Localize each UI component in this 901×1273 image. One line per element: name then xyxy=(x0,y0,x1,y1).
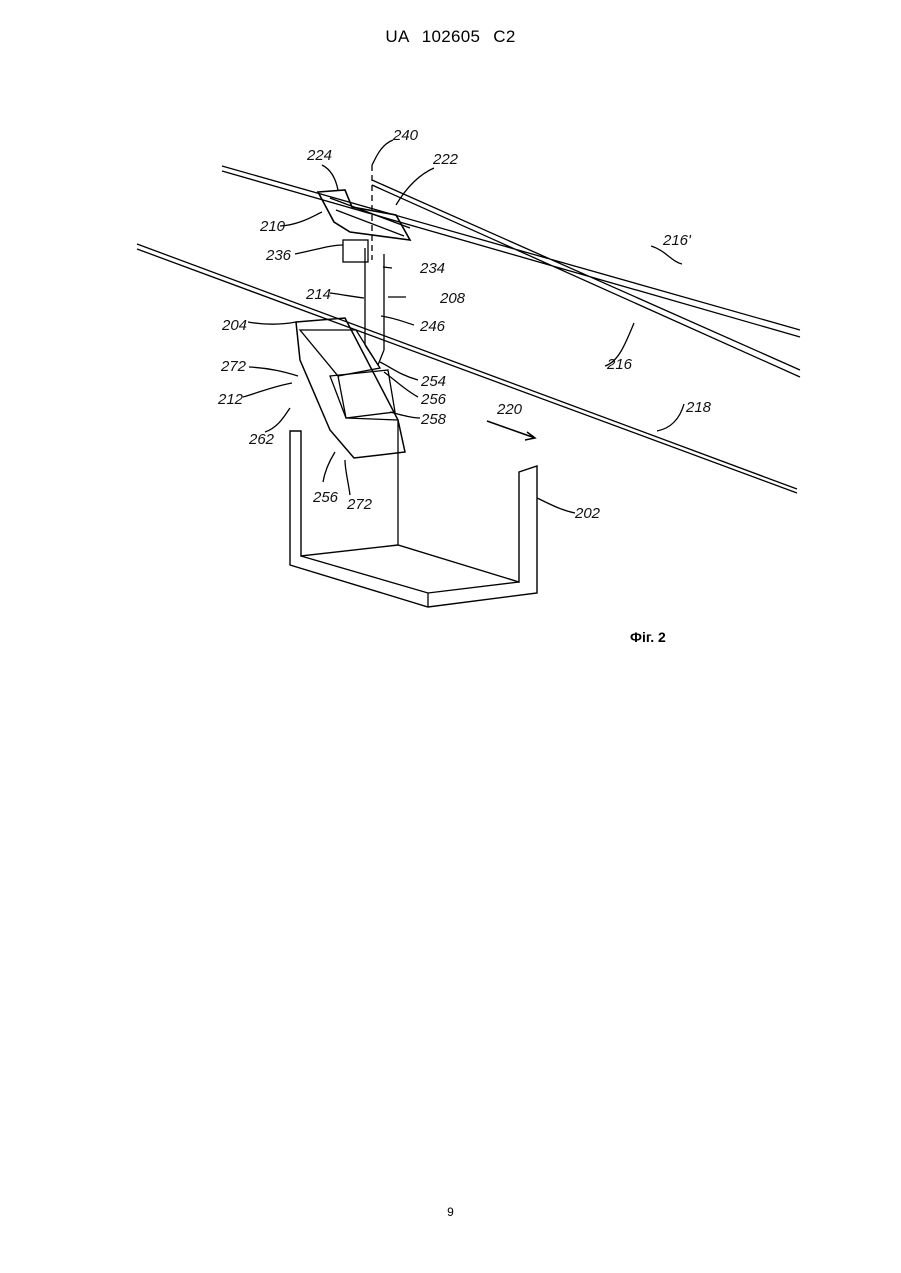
ref-label-208: 208 xyxy=(439,290,466,307)
figure-drawing: 240 224 222 210 236 234 216' 214 208 246… xyxy=(0,0,901,700)
ref-label-234: 234 xyxy=(419,260,445,277)
figure-caption: Фіг. 2 xyxy=(630,629,666,645)
ref-label-216-prime: 216' xyxy=(662,232,692,249)
ref-label-258: 258 xyxy=(420,411,447,428)
ref-label-210: 210 xyxy=(259,218,286,235)
ref-label-204: 204 xyxy=(221,317,247,334)
ref-label-256-lower: 256 xyxy=(312,489,339,506)
ref-label-218: 218 xyxy=(685,399,712,416)
ref-label-220: 220 xyxy=(496,401,523,418)
ref-label-272-upper: 272 xyxy=(220,358,247,375)
rail-216-prime xyxy=(222,166,800,377)
ref-label-272-lower: 272 xyxy=(346,496,373,513)
ref-label-236: 236 xyxy=(265,247,292,264)
direction-arrow-220 xyxy=(487,421,535,440)
mast-208 xyxy=(365,248,384,365)
gripper-204 xyxy=(296,318,405,458)
ref-label-256-upper: 256 xyxy=(420,391,447,408)
ref-label-262: 262 xyxy=(248,431,275,448)
ref-label-224: 224 xyxy=(306,147,332,164)
container-202 xyxy=(290,431,537,607)
ref-label-216: 216 xyxy=(606,356,633,373)
ref-label-202: 202 xyxy=(574,505,601,522)
page-number: 9 xyxy=(0,1205,901,1219)
ref-label-212: 212 xyxy=(217,391,244,408)
ref-label-214: 214 xyxy=(305,286,331,303)
ref-label-240: 240 xyxy=(392,127,419,144)
ref-label-246: 246 xyxy=(419,318,446,335)
ref-label-254: 254 xyxy=(420,373,446,390)
patent-figure: 240 224 222 210 236 234 216' 214 208 246… xyxy=(0,0,901,700)
ref-label-222: 222 xyxy=(432,151,459,168)
